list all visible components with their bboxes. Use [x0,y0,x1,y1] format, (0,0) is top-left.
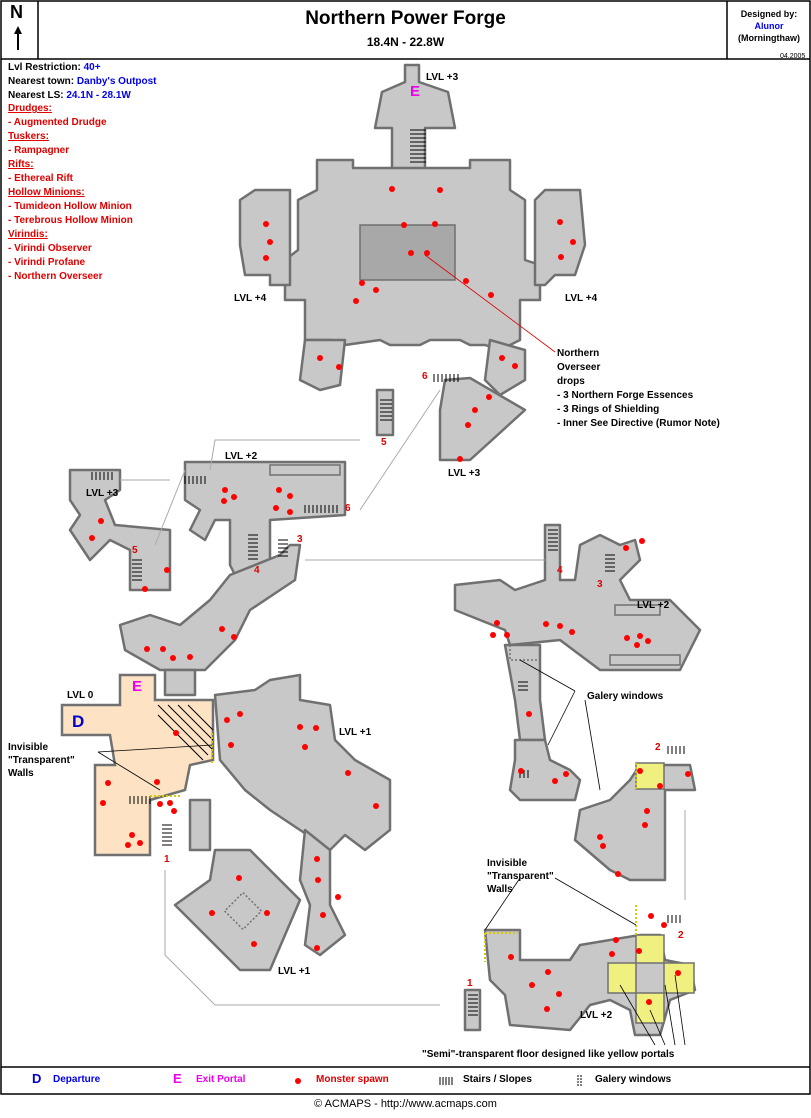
monster-item: - Virindi Observer [8,243,92,254]
legend-windows: Galery windows [595,1074,672,1085]
connection-lines [120,389,686,1006]
map-coords: 18.4N - 22.8W [366,35,445,49]
nearest-town: Nearest town: Danby's Outpost [8,76,157,87]
link-number: 6 [422,371,428,382]
monster-item: - Northern Overseer [8,271,103,282]
designer-server: (Morningthaw) [738,33,800,43]
link-number: 4 [557,565,563,576]
boss-drop-3: - Inner See Directive (Rumor Note) [557,418,720,429]
boss-drop-2: - 3 Rings of Shielding [557,404,660,415]
link-number: 3 [297,534,303,545]
spawn-legend-icon [295,1078,301,1084]
level-label-mid: LVL +2 [225,451,258,462]
start-zone [60,673,215,857]
invisible-walls [150,733,637,962]
level-label-east-hall: LVL +1 [339,727,372,738]
boss-name-2: Overseer [557,362,601,373]
yellow-portal-floor [607,762,695,1024]
link-number: 5 [381,437,387,448]
monster-spawns [89,186,691,1012]
level-label-loop: LVL +3 [448,468,481,479]
link-number: 2 [655,742,661,753]
map-date: 04.2005 [780,53,806,60]
invisible-walls-note-left: Invisible "Transparent" Walls [8,742,75,779]
monster-item: - Ethereal Rift [8,173,74,184]
level-label-start: LVL 0 [67,690,94,701]
monster-category: Rifts: [8,159,34,170]
legend-exit: Exit Portal [196,1074,246,1085]
link-number: 2 [678,930,684,941]
departure-marker: D [72,712,85,731]
level-label-south-room: LVL +1 [278,966,311,977]
boss-name-1: Northern [557,348,600,359]
legend-departure-letter: D [32,1071,42,1086]
boss-drop-1: - 3 Northern Forge Essences [557,390,694,401]
monster-item: - Rampagner [8,145,70,156]
exit-portal-marker: E [132,678,143,695]
link-number: 1 [467,978,473,989]
monster-item: - Augmented Drudge [8,117,107,128]
exit-portal-marker-top: E [410,83,421,100]
monster-item: - Terebrous Hollow Minion [8,215,133,226]
level-label-right-bottom: LVL +2 [580,1010,613,1021]
stairs [91,129,685,1016]
designer-block: Designed by: Alunor (Morningthaw) [728,8,810,44]
annotation-lines [97,254,686,1046]
gallery-windows-note: Galery windows [587,691,664,702]
link-number: 4 [254,565,260,576]
designer-name: Alunor [754,21,784,31]
copyright: © ACMAPS - http://www.acmaps.com [314,1098,497,1110]
level-label-right-wing: LVL +4 [565,293,598,304]
inner-walls [223,224,681,931]
link-number: 6 [345,503,351,514]
level-label-top: LVL +3 [426,72,459,83]
link-number: 5 [132,545,138,556]
legend-exit-letter: E [173,1071,182,1086]
monster-category: Hollow Minions: [8,187,85,198]
semi-floor-note: "Semi"-transparent floor designed like y… [422,1049,675,1060]
nearest-ls: Nearest LS: 24.1N - 28.1W [8,90,131,101]
legend-stairs: Stairs / Slopes [463,1074,532,1085]
map-title: Northern Power Forge [305,8,506,29]
invisible-walls-note-right: Invisible "Transparent" Walls [487,858,554,895]
lvl-restriction: Lvl Restriction: 40+ [8,62,101,73]
legend-departure: Departure [53,1074,101,1085]
monster-item: - Virindi Profane [8,257,86,268]
windows-legend-icon [577,1075,582,1087]
level-label-west: LVL +3 [86,488,119,499]
north-arrow-icon [14,26,22,50]
link-number: 3 [597,579,603,590]
compass-north-label: N [10,2,23,22]
level-label-left-wing: LVL +4 [234,293,267,304]
monster-category: Tuskers: [8,131,49,142]
monster-category: Drudges: [8,103,52,114]
stairs-legend-icon [439,1077,453,1085]
level-label-right-top: LVL +2 [637,600,670,611]
link-number: 1 [164,854,170,865]
monster-category: Virindis: [8,229,48,240]
boss-drops-label: drops [557,376,585,387]
designed-by-label: Designed by: [740,9,798,19]
legend-spawn: Monster spawn [316,1074,389,1085]
monster-item: - Tumideon Hollow Minion [8,201,132,212]
